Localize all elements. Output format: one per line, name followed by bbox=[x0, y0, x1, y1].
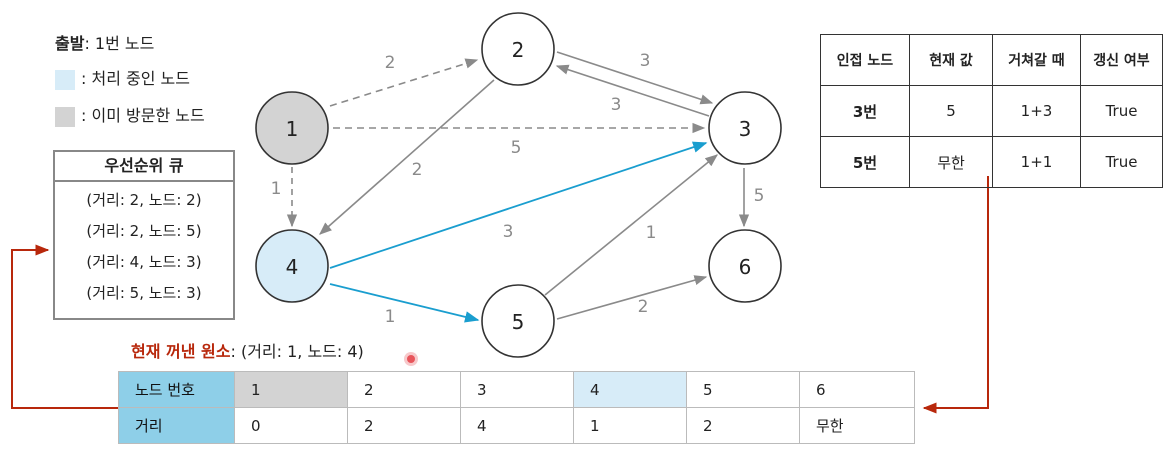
table-header-row: 인접 노드 현재 값 거쳐갈 때 갱신 여부 bbox=[820, 34, 1163, 86]
popped-element: 현재 꺼낸 원소: (거리: 1, 노드: 4) bbox=[131, 338, 364, 362]
table-header-cell: 갱신 여부 bbox=[1080, 34, 1163, 86]
edge-3-2 bbox=[555, 64, 710, 117]
table-cell: True bbox=[1080, 136, 1163, 188]
legend-visited-text: : 이미 방문한 노드 bbox=[81, 106, 205, 125]
red-connector-right bbox=[922, 176, 989, 414]
table-cell: 5번 bbox=[820, 136, 910, 188]
legend-start-text: : 1번 노드 bbox=[84, 34, 155, 53]
distance-cell: 2 bbox=[686, 407, 800, 444]
priority-queue-title: 우선순위 큐 bbox=[55, 152, 233, 182]
node-6 bbox=[708, 229, 782, 303]
priority-queue-item: (거리: 2, 노드: 2) bbox=[86, 191, 202, 209]
edge-5-6 bbox=[556, 275, 708, 320]
distance-table: 노드 번호 1 2 3 4 5 6 거리 0 2 4 1 2 무한 bbox=[118, 371, 915, 444]
edge-weight: 3 bbox=[640, 51, 651, 71]
table-header-cell: 현재 값 bbox=[909, 34, 993, 86]
edge-weight: 5 bbox=[754, 186, 765, 206]
edge-weight: 2 bbox=[385, 53, 396, 73]
popped-value: : (거리: 1, 노드: 4) bbox=[230, 342, 364, 361]
edge-weight: 2 bbox=[638, 297, 649, 317]
node-label: 3 bbox=[739, 117, 752, 141]
legend-start-label: 출발 bbox=[55, 34, 85, 53]
table-cell: True bbox=[1080, 85, 1163, 137]
edge-weight: 1 bbox=[385, 307, 396, 327]
edge-weight: 3 bbox=[611, 95, 622, 115]
node-number-cell: 4 bbox=[573, 371, 687, 408]
node-2 bbox=[481, 12, 555, 86]
node-label: 4 bbox=[286, 255, 299, 279]
row-header: 노드 번호 bbox=[118, 371, 235, 408]
priority-queue-box: 우선순위 큐 (거리: 2, 노드: 2) (거리: 2, 노드: 5) (거리… bbox=[53, 150, 235, 320]
edge-4-5 bbox=[329, 283, 480, 323]
popped-label: 현재 꺼낸 원소 bbox=[131, 342, 231, 361]
distance-cell: 무한 bbox=[799, 407, 915, 444]
table-row: 거리 0 2 4 1 2 무한 bbox=[118, 407, 915, 444]
edge-2-3 bbox=[556, 51, 714, 105]
node-number-cell: 2 bbox=[347, 371, 461, 408]
node-label: 1 bbox=[286, 117, 299, 141]
table-cell: 1+3 bbox=[992, 85, 1081, 137]
red-connector-left bbox=[11, 244, 118, 409]
distance-cell: 4 bbox=[460, 407, 574, 444]
table-row: 3번 5 1+3 True bbox=[820, 85, 1163, 137]
node-4 bbox=[255, 229, 329, 303]
node-label: 2 bbox=[512, 38, 525, 62]
node-3 bbox=[708, 91, 782, 165]
node-number-cell: 6 bbox=[799, 371, 915, 408]
node-5 bbox=[481, 284, 555, 358]
table-row: 노드 번호 1 2 3 4 5 6 bbox=[118, 371, 915, 408]
node-label: 5 bbox=[512, 310, 525, 334]
edge-4-3 bbox=[329, 141, 708, 269]
node-label: 6 bbox=[739, 255, 752, 279]
legend-processing-text: : 처리 중인 노드 bbox=[81, 69, 190, 88]
priority-queue-item: (거리: 2, 노드: 5) bbox=[86, 222, 202, 240]
table-cell: 무한 bbox=[909, 136, 993, 188]
edge-2-4 bbox=[319, 79, 495, 235]
edge-1-2 bbox=[329, 58, 479, 107]
node-1 bbox=[255, 91, 329, 165]
edge-weight: 5 bbox=[511, 138, 522, 158]
edge-weight: 2 bbox=[412, 160, 423, 180]
table-cell: 5 bbox=[909, 85, 993, 137]
edge-weight: 1 bbox=[646, 223, 657, 243]
table-header-cell: 거쳐갈 때 bbox=[992, 34, 1081, 86]
visited-swatch bbox=[55, 106, 75, 127]
node-number-cell: 5 bbox=[686, 371, 800, 408]
pointer-dot bbox=[407, 355, 415, 363]
table-cell: 3번 bbox=[820, 85, 910, 137]
distance-cell: 1 bbox=[573, 407, 687, 444]
distance-cell: 2 bbox=[347, 407, 461, 444]
table-cell: 1+1 bbox=[992, 136, 1081, 188]
table-header-cell: 인접 노드 bbox=[820, 34, 910, 86]
distance-cell: 0 bbox=[234, 407, 348, 444]
processing-swatch bbox=[55, 69, 75, 90]
legend-processing: : 처리 중인 노드 bbox=[55, 69, 190, 90]
node-number-cell: 3 bbox=[460, 371, 574, 408]
priority-queue-item: (거리: 4, 노드: 3) bbox=[86, 253, 202, 271]
row-header: 거리 bbox=[118, 407, 235, 444]
adjacency-update-table: 인접 노드 현재 값 거쳐갈 때 갱신 여부 3번 5 1+3 True 5번 … bbox=[820, 34, 1163, 188]
edge-5-3 bbox=[544, 154, 718, 296]
priority-queue-item: (거리: 5, 노드: 3) bbox=[86, 284, 202, 302]
legend-visited: : 이미 방문한 노드 bbox=[55, 106, 205, 127]
edge-weight: 1 bbox=[271, 179, 282, 199]
node-number-cell: 1 bbox=[234, 371, 348, 408]
legend-start: 출발: 1번 노드 bbox=[55, 34, 154, 54]
table-row: 5번 무한 1+1 True bbox=[820, 136, 1163, 188]
edge-weight: 3 bbox=[503, 222, 514, 242]
